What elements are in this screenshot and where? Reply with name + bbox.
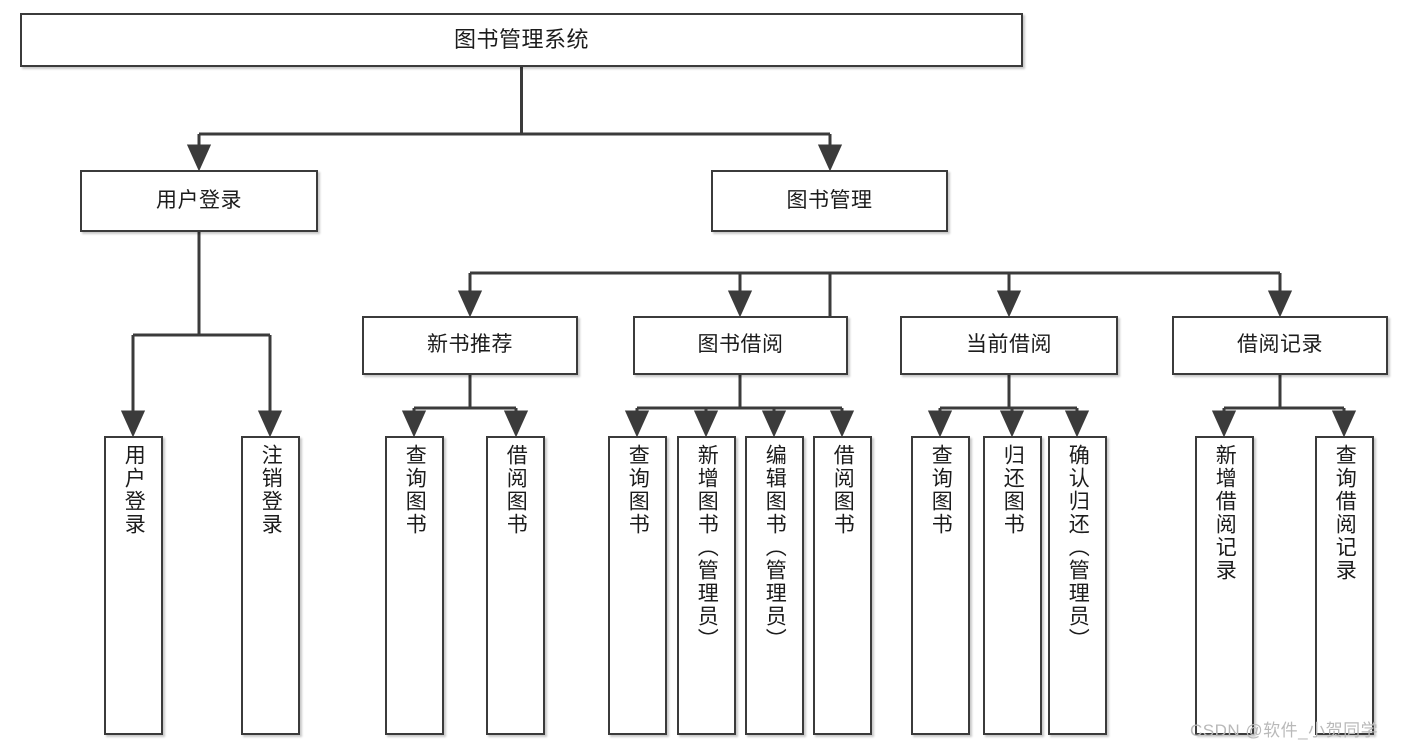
node-leaf-query-book-1[interactable]: 查询图书 xyxy=(385,436,444,735)
node-borrow-record[interactable]: 借阅记录 xyxy=(1172,316,1388,375)
node-leaf-query-book-2-label: 查询图书 xyxy=(626,444,650,536)
node-new-book-rec-label: 新书推荐 xyxy=(427,333,513,357)
node-current-borrow[interactable]: 当前借阅 xyxy=(900,316,1118,375)
node-leaf-query-book-2[interactable]: 查询图书 xyxy=(608,436,667,735)
node-leaf-return-book[interactable]: 归还图书 xyxy=(983,436,1042,735)
node-leaf-add-record-label: 新增借阅记录 xyxy=(1213,444,1237,582)
node-leaf-borrow-book-1-label: 借阅图书 xyxy=(504,444,528,536)
node-user-login-label: 用户登录 xyxy=(156,188,242,212)
node-leaf-add-book[interactable]: 新增图书（管理员） xyxy=(677,436,736,735)
node-leaf-query-record-label: 查询借阅记录 xyxy=(1333,444,1357,582)
node-book-manage-label: 图书管理 xyxy=(786,188,873,212)
node-leaf-return-book-label: 归还图书 xyxy=(1001,444,1025,536)
node-borrow-record-label: 借阅记录 xyxy=(1237,333,1323,357)
node-root[interactable]: 图书管理系统 xyxy=(20,13,1023,67)
node-leaf-query-book-3[interactable]: 查询图书 xyxy=(911,436,970,735)
node-leaf-user-login-label: 用户登录 xyxy=(122,444,146,536)
node-root-label: 图书管理系统 xyxy=(453,27,589,53)
csdn-watermark: CSDN @软件_小贺同学 xyxy=(1190,721,1379,740)
node-leaf-add-book-label: 新增图书（管理员） xyxy=(695,444,719,651)
node-book-borrow-label: 图书借阅 xyxy=(697,333,784,357)
node-leaf-user-logout[interactable]: 注销登录 xyxy=(241,436,300,735)
node-new-book-rec[interactable]: 新书推荐 xyxy=(362,316,578,375)
node-leaf-user-login[interactable]: 用户登录 xyxy=(104,436,163,735)
node-book-manage[interactable]: 图书管理 xyxy=(711,170,948,232)
node-leaf-query-book-3-label: 查询图书 xyxy=(929,444,953,536)
node-leaf-user-logout-label: 注销登录 xyxy=(259,444,283,536)
node-user-login[interactable]: 用户登录 xyxy=(80,170,318,232)
node-leaf-confirm-return[interactable]: 确认归还（管理员） xyxy=(1048,436,1107,735)
node-leaf-borrow-book-2-label: 借阅图书 xyxy=(831,444,855,536)
node-leaf-edit-book[interactable]: 编辑图书（管理员） xyxy=(745,436,804,735)
node-leaf-borrow-book-1[interactable]: 借阅图书 xyxy=(486,436,545,735)
node-leaf-edit-book-label: 编辑图书（管理员） xyxy=(763,444,787,651)
node-book-borrow[interactable]: 图书借阅 xyxy=(633,316,848,375)
node-leaf-query-record[interactable]: 查询借阅记录 xyxy=(1315,436,1374,735)
node-leaf-query-book-1-label: 查询图书 xyxy=(403,444,427,536)
node-leaf-add-record[interactable]: 新增借阅记录 xyxy=(1195,436,1254,735)
node-current-borrow-label: 当前借阅 xyxy=(966,333,1052,357)
node-leaf-confirm-return-label: 确认归还（管理员） xyxy=(1066,444,1090,651)
node-leaf-borrow-book-2[interactable]: 借阅图书 xyxy=(813,436,872,735)
